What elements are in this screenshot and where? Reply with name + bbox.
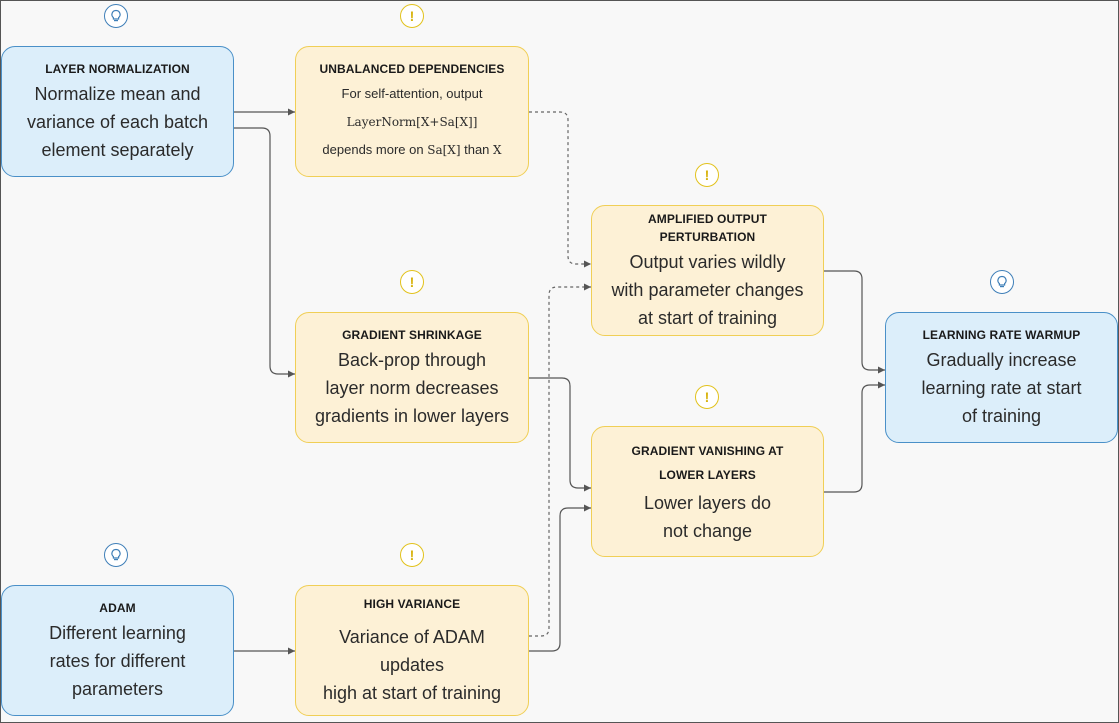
node-title: AMPLIFIED OUTPUT PERTURBATION xyxy=(648,211,767,244)
node-line: Gradually increase xyxy=(926,349,1077,370)
node-line: Variance of ADAM updates xyxy=(339,626,485,675)
node-title: UNBALANCED DEPENDENCIES xyxy=(319,61,505,76)
node-line: high at start of training xyxy=(322,682,502,703)
node-description: Different learning rates for different p… xyxy=(49,619,186,703)
node-line: Back-prop through xyxy=(337,349,487,370)
learning-rate-warmup-node: LEARNING RATE WARMUP Gradually increase … xyxy=(885,312,1118,443)
node-title: HIGH VARIANCE xyxy=(363,596,461,611)
node-title: GRADIENT VANISHING AT LOWER LAYERS xyxy=(632,439,784,487)
node-line: Output varies wildly xyxy=(629,251,786,272)
layer-normalization-node: LAYER NORMALIZATION Normalize mean and v… xyxy=(1,46,234,177)
node-line: at start of training xyxy=(637,307,778,328)
adam-node: ADAM Different learning rates for differ… xyxy=(1,585,234,716)
node-title-line: GRADIENT VANISHING AT xyxy=(631,443,784,458)
arrow-layernorm-to-shrinkage xyxy=(234,127,295,378)
dashed-arrow-unbalanced-to-amplified xyxy=(529,111,591,268)
node-line: Lower layers do xyxy=(643,492,772,513)
node-line: Normalize mean and xyxy=(34,83,201,104)
node-line: layer norm decreases xyxy=(325,377,499,398)
node-line: variance of each batch xyxy=(26,111,209,132)
exclamation-icon: ! xyxy=(400,543,424,567)
node-formula: X xyxy=(493,142,502,157)
node-line: Different learning xyxy=(49,622,186,643)
exclamation-icon: ! xyxy=(695,163,719,187)
amplified-output-perturbation-node: AMPLIFIED OUTPUT PERTURBATION Output var… xyxy=(591,205,824,336)
exclamation-icon: ! xyxy=(400,4,424,28)
node-line: element separately xyxy=(41,139,194,160)
node-line: For self-attention, output xyxy=(341,85,483,101)
node-line: with parameter changes xyxy=(611,279,804,300)
node-title: LAYER NORMALIZATION xyxy=(45,61,190,76)
node-line: gradients in lower layers xyxy=(314,405,510,426)
node-description: For self-attention, output LayerNorm[X+S… xyxy=(322,80,501,164)
dashed-arrow-highvariance-to-amplified xyxy=(529,283,591,637)
node-formula: LayerNorm[X+Sa[X]] xyxy=(346,114,478,129)
node-title: LEARNING RATE WARMUP xyxy=(922,327,1081,342)
node-line: not change xyxy=(662,520,753,541)
node-line: learning rate at start xyxy=(921,377,1082,398)
unbalanced-dependencies-node: UNBALANCED DEPENDENCIES For self-attenti… xyxy=(295,46,529,177)
gradient-vanishing-node: GRADIENT VANISHING AT LOWER LAYERS Lower… xyxy=(591,426,824,557)
node-description: Variance of ADAM updates high at start o… xyxy=(306,623,518,707)
lightbulb-icon xyxy=(104,543,128,567)
lightbulb-icon xyxy=(104,4,128,28)
exclamation-icon: ! xyxy=(695,385,719,409)
node-description: Lower layers do not change xyxy=(644,489,771,545)
high-variance-node: HIGH VARIANCE Variance of ADAM updates h… xyxy=(295,585,529,716)
node-line: parameters xyxy=(71,678,164,699)
arrow-amplified-to-warmup xyxy=(824,270,885,374)
exclamation-icon: ! xyxy=(400,270,424,294)
node-description: Normalize mean and variance of each batc… xyxy=(27,80,208,164)
node-description: Back-prop through layer norm decreases g… xyxy=(315,346,509,430)
node-description: Gradually increase learning rate at star… xyxy=(921,346,1081,430)
arrow-vanishing-to-warmup xyxy=(824,381,885,493)
node-line: rates for different xyxy=(49,650,186,671)
arrow-highvariance-to-vanishing xyxy=(529,504,591,652)
node-formula: Sa[X] xyxy=(427,142,461,157)
node-title: ADAM xyxy=(99,600,136,615)
node-line: depends more on Sa[X] than X xyxy=(322,136,501,164)
node-title-line: LOWER LAYERS xyxy=(659,467,756,482)
arrow-shrinkage-to-vanishing xyxy=(529,377,591,492)
node-title: GRADIENT SHRINKAGE xyxy=(342,327,482,342)
gradient-shrinkage-node: GRADIENT SHRINKAGE Back-prop through lay… xyxy=(295,312,529,443)
node-text: than xyxy=(460,141,494,157)
node-text: depends more on xyxy=(322,141,428,157)
node-description: Output varies wildly with parameter chan… xyxy=(611,248,803,332)
node-line: of training xyxy=(961,405,1042,426)
lightbulb-icon xyxy=(990,270,1014,294)
